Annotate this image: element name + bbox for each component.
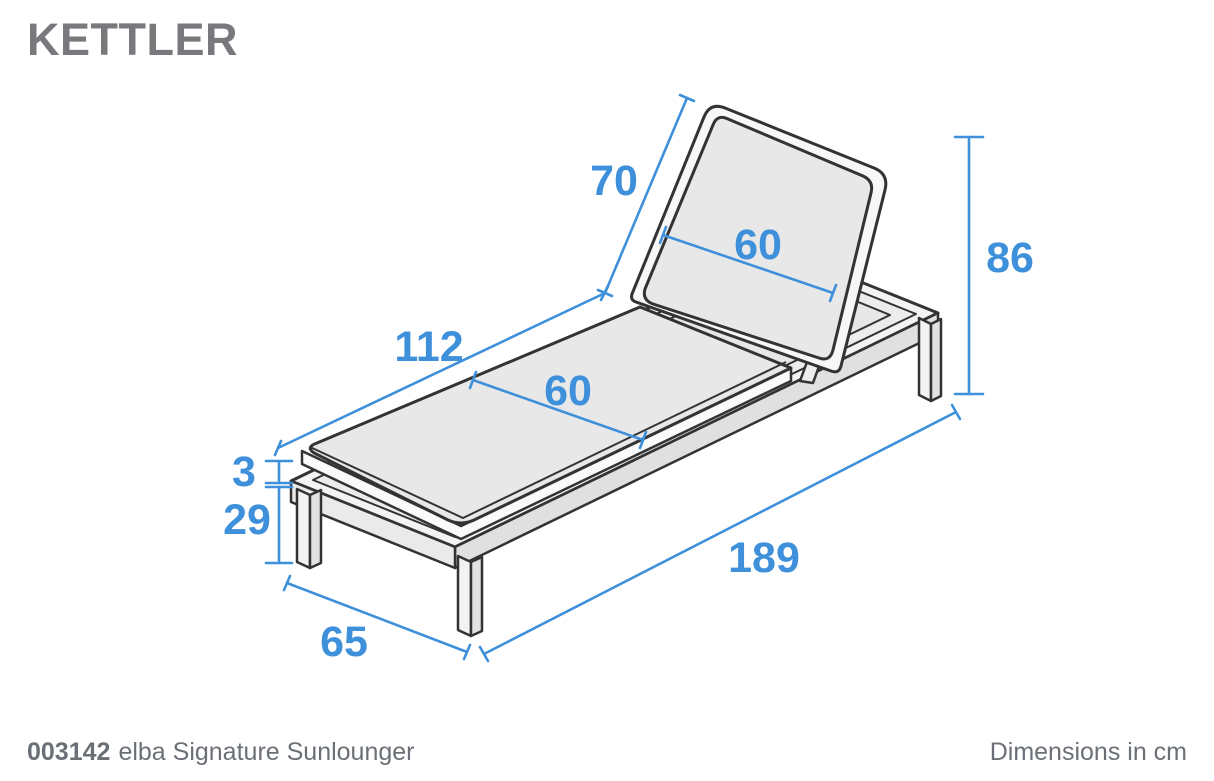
leg-face [456, 554, 473, 638]
dim-line [471, 378, 645, 442]
units-note: Dimensions in cm [989, 738, 1187, 766]
dim-tick [468, 370, 478, 390]
legs [295, 316, 943, 638]
frame-left-end-face [289, 479, 457, 570]
leg-far-left [295, 487, 323, 570]
dim-seat-length: 112 [273, 284, 610, 457]
seat-cushion [300, 305, 793, 541]
product-name: elba Signature Sunlounger [118, 738, 415, 766]
dim-line [276, 291, 607, 450]
sunlounger-drawing [289, 104, 943, 638]
leg-face [929, 317, 943, 403]
dim-line [285, 581, 469, 654]
dim-label-overall-width: 65 [320, 618, 368, 666]
dim-tick [478, 645, 490, 663]
dim-tick [462, 643, 472, 661]
dim-line [603, 96, 689, 295]
dim-seat-width: 60 [468, 367, 648, 450]
leg-face [295, 487, 312, 570]
dim-tick [282, 574, 292, 592]
leg-face [917, 316, 933, 403]
dim-backrest-length: 70 [590, 93, 696, 298]
dim-label-seat-length: 112 [394, 323, 463, 371]
dim-label-frame-height: 29 [223, 496, 271, 544]
leg-face [469, 555, 484, 638]
dimension-annotations: 70 112 60 60 [223, 93, 1034, 666]
dim-line [661, 233, 835, 295]
dim-tick [828, 283, 838, 303]
dim-tick [638, 430, 648, 450]
dim-cushion-thickness: 3 [232, 448, 294, 496]
backrest-cushion [642, 116, 874, 361]
dim-overall-height: 86 [953, 135, 1034, 396]
dim-tick [599, 284, 610, 302]
dim-tick [950, 403, 962, 421]
leg-near-right [917, 316, 943, 403]
dim-tick [658, 225, 668, 245]
product-code: 003142 [27, 738, 111, 766]
dim-line [482, 410, 958, 656]
dim-label-overall-height: 86 [986, 234, 1034, 282]
dim-label-overall-length: 189 [728, 534, 800, 582]
dim-label-backrest-width: 60 [734, 221, 782, 269]
backrest [630, 104, 888, 385]
dim-frame-height: 29 [223, 485, 294, 565]
dim-overall-width: 65 [282, 574, 472, 666]
dim-backrest-width: 60 [658, 221, 838, 303]
seat-cushion-piping [309, 361, 787, 519]
dim-overall-length: 189 [478, 403, 962, 663]
seat-cushion-top [308, 305, 793, 525]
dim-label-backrest-length: 70 [590, 157, 638, 205]
leg-face [308, 488, 323, 570]
dim-tick [273, 439, 283, 457]
seat-cushion-side [300, 366, 793, 541]
dim-label-seat-width: 60 [544, 367, 592, 415]
dim-label-cushion-thickness: 3 [232, 448, 256, 496]
kettler-logo: KETTLER [27, 14, 238, 65]
leg-near-left [456, 554, 484, 638]
dim-tick [678, 93, 696, 103]
